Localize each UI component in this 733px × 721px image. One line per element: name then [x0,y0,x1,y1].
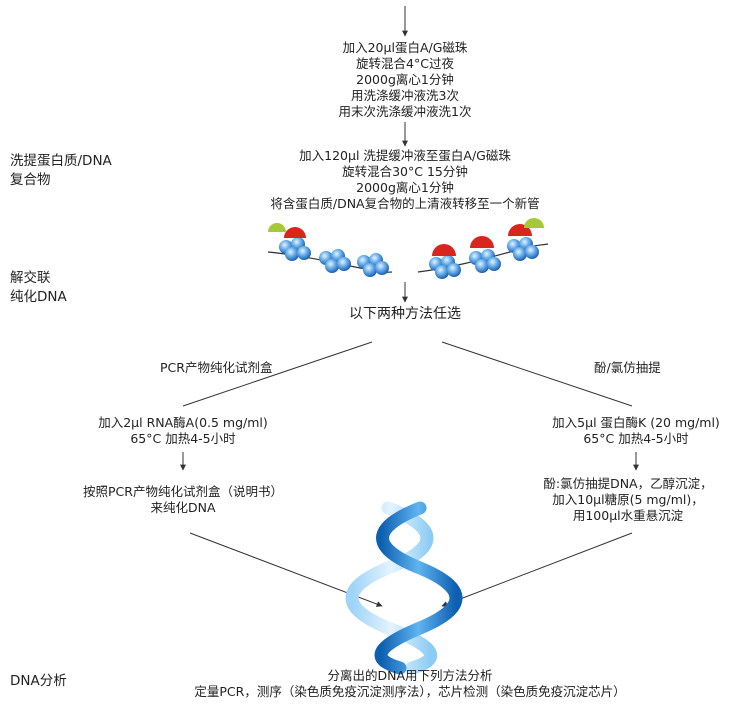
nucleosome [319,249,351,273]
step-line: 65°C 加热4-5小时 [130,431,236,446]
step-line: 将含蛋白质/DNA复合物的上清液转移至一个新管 [270,196,540,211]
left-step-1: 加入2µl RNA酶A(0.5 mg/ml) 65°C 加热4-5小时 [98,415,268,447]
step-line: 加入5µl 蛋白酶K (20 mg/ml) [552,415,720,430]
nucleosome [469,249,501,273]
chromatin-right [417,217,549,279]
step-line: 65°C 加热4-5小时 [583,431,689,446]
label-line: 复合物 [10,172,51,188]
choose-text: 以下两种方法任选 [349,306,461,322]
antibody-green [268,223,286,232]
branch-line-left [182,341,373,407]
step-line: 定量PCR，测序（染色质免疫沉淀测序法），芯片检测（染色质免疫沉淀芯片） [194,684,626,699]
right-step-2: 酚:氯仿抽提DNA，乙醇沉淀， 加入10µl糖原(5 mg/ml)， 用100µ… [543,476,712,524]
label-reverse: 解交联 纯化DNA [10,269,67,307]
step-line: 2000g离心1分钟 [356,72,454,87]
converge-line-right [441,532,633,607]
step-line: 加入10µl糖原(5 mg/ml)， [552,492,704,507]
step-line: 旋转混合4°C过夜 [356,56,454,71]
left-branch-label: PCR产物纯化试剂盒 [160,360,273,375]
antibody-red [432,244,456,256]
label-wash: 洗提蛋白质/DNA 复合物 [10,152,112,190]
step-line: 加入2µl RNA酶A(0.5 mg/ml) [98,415,268,430]
nucleosome [429,255,461,279]
step-line: 用末次洗涤缓冲液洗1次 [338,104,472,119]
antibody-red [470,236,494,248]
step-line: 分离出的DNA用下列方法分析 [327,668,493,683]
step-line: 2000g离心1分钟 [356,180,454,195]
step-line: 用100µl水重悬沉淀 [572,508,684,523]
step-line: 酚:氯仿抽提DNA，乙醇沉淀， [543,476,713,491]
branch-line-right [441,341,633,407]
step-line: 旋转混合30°C 15分钟 [342,164,468,179]
nucleosome [279,237,311,261]
antibody-green [524,217,544,228]
nucleosome [357,253,389,277]
antibody-red [284,227,306,238]
step-line: 加入20µl蛋白A/G磁珠 [342,40,468,55]
label-line: 纯化DNA [10,289,67,305]
left-step-2: 按照PCR产物纯化试剂盒（说明书） 来纯化DNA [83,484,283,516]
label-line: 解交联 [10,270,51,286]
dna-helix-icon [345,501,463,675]
nucleosome [507,237,539,261]
step-elute: 加入120µl 洗提缓冲液至蛋白A/G磁珠 旋转混合30°C 15分钟 2000… [270,148,539,212]
label-analysis: DNA分析 [10,673,67,689]
right-branch-label: 酚/氯仿抽提 [594,360,661,375]
step-beads: 加入20µl蛋白A/G磁珠 旋转混合4°C过夜 2000g离心1分钟 用洗涤缓冲… [339,40,472,120]
chromatin-left [267,223,393,277]
step-line: 来纯化DNA [150,500,216,515]
right-step-1: 加入5µl 蛋白酶K (20 mg/ml) 65°C 加热4-5小时 [552,415,720,447]
step-line: 用洗涤缓冲液洗3次 [351,88,459,103]
step-line: 按照PCR产物纯化试剂盒（说明书） [83,484,283,499]
final-analysis: 分离出的DNA用下列方法分析 定量PCR，测序（染色质免疫沉淀测序法），芯片检测… [194,668,625,700]
label-line: 洗提蛋白质/DNA [10,153,112,169]
step-line: 加入120µl 洗提缓冲液至蛋白A/G磁珠 [299,148,511,163]
